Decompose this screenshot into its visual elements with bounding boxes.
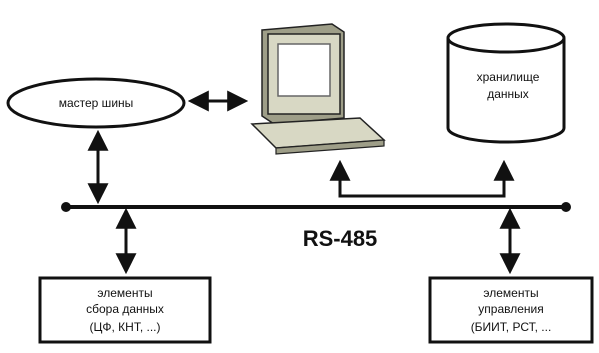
collectors-line2: сбора данных [86,302,164,316]
bus-master-node: мастер шины [6,77,186,129]
collectors-line1: элементы [97,286,152,300]
rs485-bus [61,202,571,212]
bus-master-label: мастер шины [59,96,134,110]
controllers-line3: (БИИТ, РСТ, ... [471,320,552,334]
storage-label-line1: хранилище [477,70,540,84]
bus-terminator-right [561,202,571,212]
controllers-line1: элементы [483,286,538,300]
computer-icon [250,23,386,155]
controllers-line2: управления [478,302,543,316]
controllers-box: элементы управления (БИИТ, РСТ, ... [428,276,594,344]
collectors-box: элементы сбора данных (ЦФ, КНТ, ...) [38,276,212,344]
storage-label-line2: данных [487,87,529,101]
connector-computer-storage [329,159,515,198]
bus-label: RS-485 [303,226,378,251]
collectors-line3: (ЦФ, КНТ, ...) [90,320,161,334]
storage-cylinder: хранилище данных [446,22,566,144]
bus-terminator-left [61,202,71,212]
